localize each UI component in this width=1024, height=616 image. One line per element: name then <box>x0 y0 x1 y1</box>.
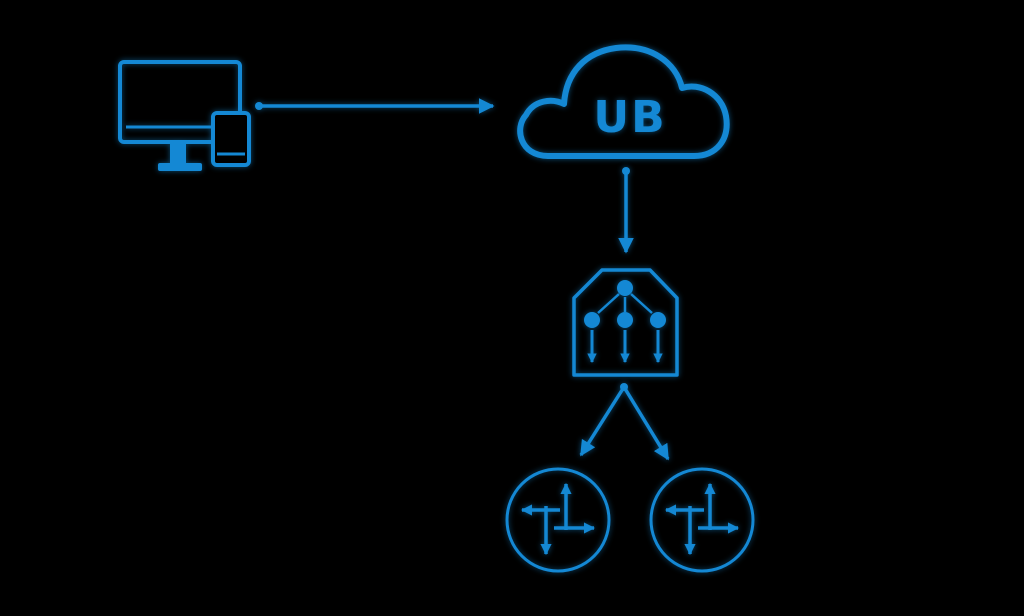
router-icon <box>649 467 755 573</box>
load-balancer-icon <box>572 268 679 377</box>
edge-cloud-to-load-balancer <box>618 167 634 254</box>
cloud-label: UB <box>593 92 666 143</box>
cloud-icon: UB <box>517 44 730 159</box>
devices-icon <box>118 60 251 171</box>
edge-devices-to-cloud <box>255 98 495 114</box>
router-icon <box>505 467 611 573</box>
edge-load-balancer-to-routers <box>579 383 670 461</box>
